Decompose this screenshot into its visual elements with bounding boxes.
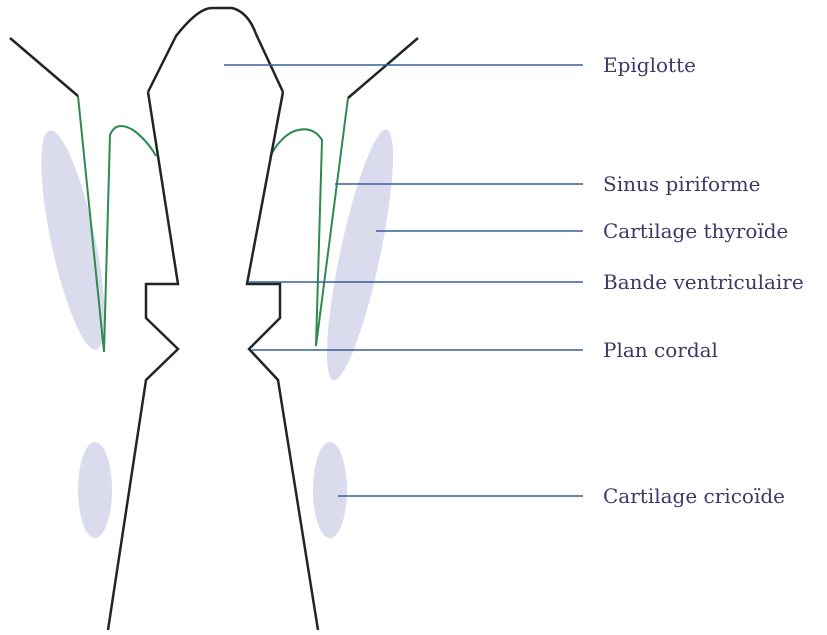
label-plan-cordal: Plan cordal	[603, 340, 718, 360]
sinus-piriforme-left-inner	[104, 126, 156, 352]
lumen-wall-left	[108, 92, 178, 630]
label-sinus-piriforme: Sinus piriforme	[603, 174, 760, 194]
outer-wall-right	[348, 38, 418, 98]
label-cartilage-cricoide: Cartilage cricoïde	[603, 486, 785, 506]
epiglotte-outline	[148, 8, 283, 92]
label-epiglotte: Epiglotte	[603, 55, 696, 75]
lumen-wall-right	[247, 92, 318, 630]
label-bande-ventriculaire: Bande ventriculaire	[603, 272, 804, 292]
label-cartilage-thyroide: Cartilage thyroïde	[603, 221, 788, 241]
sinus-piriforme-right-inner	[270, 129, 322, 346]
cartilage-cricoide-right	[313, 442, 347, 538]
cartilage-cricoide-left	[78, 442, 112, 538]
outer-wall-left	[10, 38, 78, 96]
